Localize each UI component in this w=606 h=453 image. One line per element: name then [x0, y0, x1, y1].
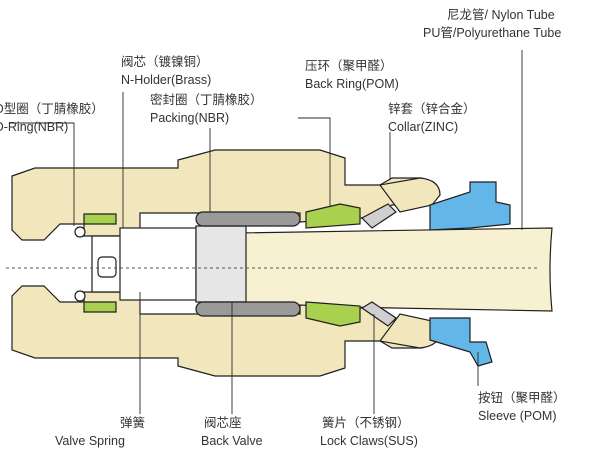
label-valve-spring-en: Valve Spring [55, 434, 125, 448]
lock-claws-lower [360, 301, 397, 327]
label-packing-en: Packing(NBR) [150, 111, 229, 125]
label-tube-en: PU管/Polyurethane Tube [423, 25, 561, 40]
label-lock-claws-zh: 簧片（不锈钢） [322, 415, 410, 430]
oring-ball-upper [74, 226, 86, 238]
label-collar-zh: 锌套（锌合金） [388, 101, 476, 116]
label-packing-zh: 密封圈（丁腈橡胶） [150, 92, 263, 107]
label-back-ring-en: Back Ring(POM) [305, 77, 399, 91]
release-sleeve-lower [429, 317, 493, 367]
valve-spring [119, 227, 197, 301]
zinc-collar-upper [378, 177, 441, 213]
label-n-holder-zh: 阀芯（镀镍铜） [121, 54, 209, 69]
label-back-valve-zh: 阀芯座 [204, 415, 242, 430]
oring-seal-upper [83, 213, 117, 225]
packing-seal-upper [195, 211, 301, 227]
label-sleeve-en: Sleeve (POM) [478, 409, 557, 423]
nylon-tube [235, 227, 553, 312]
oring-seal-lower [83, 301, 117, 313]
leader-back-ring [298, 117, 331, 206]
label-back-ring-zh: 压环（聚甲醛） [305, 58, 393, 73]
back-ring-lower [305, 301, 361, 327]
back-ring-upper [305, 203, 361, 229]
label-back-valve-en: Back Valve [201, 434, 263, 448]
label-sleeve-zh: 按钮（聚甲醛） [478, 390, 566, 405]
release-sleeve-upper [429, 181, 511, 231]
label-n-holder-en: N-Holder(Brass) [121, 73, 211, 87]
packing-seal-lower [195, 301, 301, 317]
oring-ball-lower [74, 290, 86, 302]
back-valve-seat [195, 225, 247, 303]
label-collar-en: Collar(ZINC) [388, 120, 458, 134]
lock-claws-upper [361, 203, 397, 229]
label-valve-spring-zh: 弹簧 [120, 415, 145, 430]
label-oring-zh: O型圈（丁腈橡胶） [0, 101, 104, 116]
label-oring-en: O-Ring(NBR) [0, 120, 68, 134]
leader-oring [10, 122, 75, 226]
label-tube-zh: 尼龙管/ Nylon Tube [447, 7, 555, 22]
label-lock-claws-en: Lock Claws(SUS) [320, 434, 418, 448]
n-holder-bore [97, 256, 117, 278]
